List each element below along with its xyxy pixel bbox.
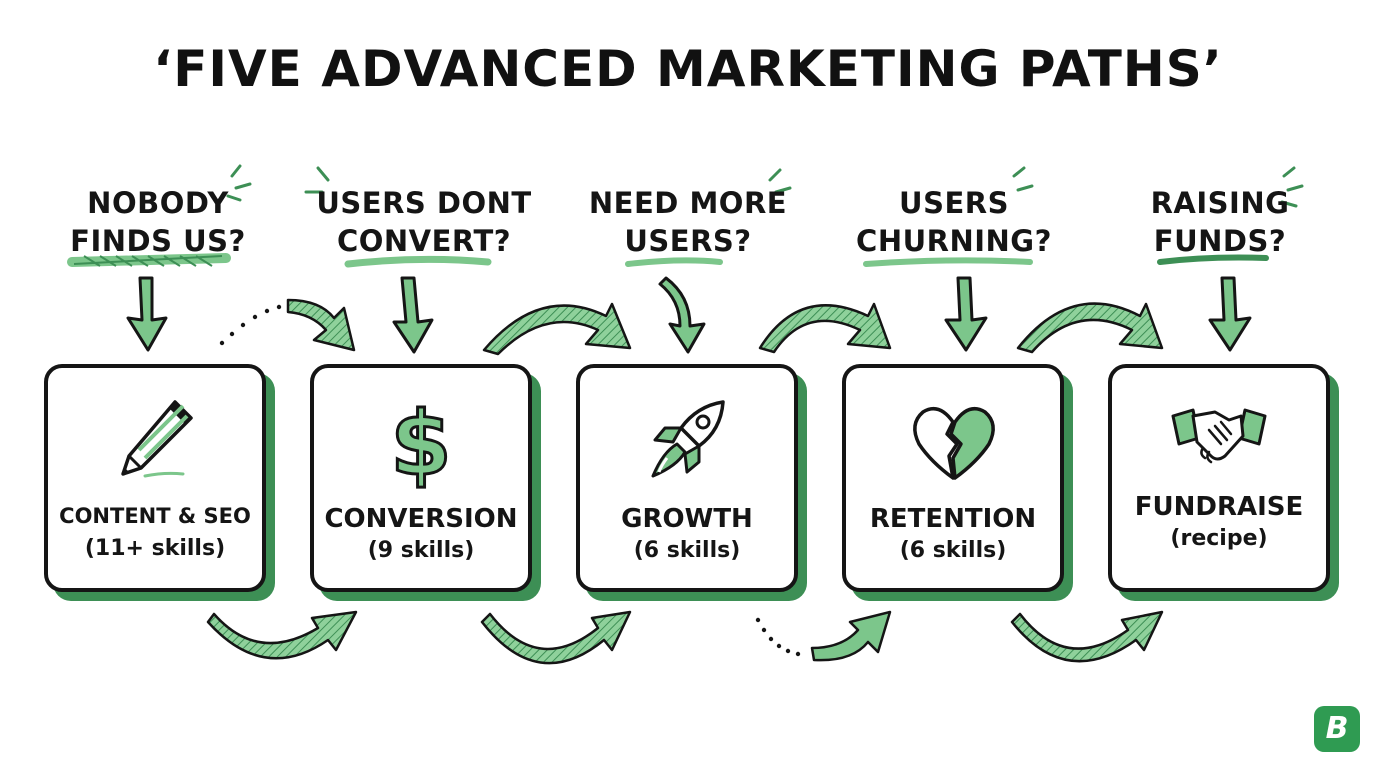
question-line-2: CONVERT? — [336, 224, 512, 258]
question-raising-funds: RAISING FUNDS? — [1090, 184, 1350, 260]
bottom-connectors — [206, 610, 1164, 665]
question-underline-1 — [67, 253, 231, 267]
path-card-growth: GROWTH (6 skills) — [576, 364, 798, 592]
path-label: GROWTH — [621, 504, 753, 534]
path-label: CONVERSION — [324, 504, 518, 534]
handshake-icon — [1171, 408, 1267, 464]
path-card-conversion: $ CONVERSION (9 skills) — [310, 364, 532, 592]
question-line-1: NEED MORE — [588, 186, 788, 220]
page-title: ‘FIVE ADVANCED MARKETING PATHS’ — [153, 40, 1223, 98]
path-label: RETENTION — [869, 504, 1037, 534]
question-line-2: FINDS US? — [70, 224, 246, 258]
question-line-2: USERS? — [624, 224, 752, 258]
path-skill-count: (6 skills) — [633, 538, 741, 563]
path-skill-count: (11+ skills) — [84, 536, 226, 561]
question-underline-3 — [625, 257, 723, 267]
path-card-content-seo: CONTENT & SEO (11+ skills) — [44, 364, 266, 592]
path-card-fundraise: FUNDRAISE (recipe) — [1108, 364, 1330, 592]
question-line-1: RAISING — [1150, 186, 1290, 220]
question-line-1: USERS — [899, 186, 1009, 220]
pencil-icon — [121, 400, 193, 478]
question-underline-4 — [863, 257, 1033, 267]
top-connectors — [219, 298, 1164, 356]
down-arrows — [126, 276, 1252, 354]
question-need-more-users: NEED MORE USERS? — [558, 184, 818, 260]
path-label: FUNDRAISE — [1134, 492, 1304, 522]
path-label: CONTENT & SEO — [59, 504, 251, 528]
question-nobody-finds-us: NOBODY FINDS US? — [28, 184, 288, 260]
question-users-churning: USERS CHURNING? — [824, 184, 1084, 260]
question-underline-2 — [344, 255, 492, 268]
question-users-dont-convert: USERS DONT CONVERT? — [294, 184, 554, 260]
question-line-2: FUNDS? — [1153, 224, 1287, 258]
path-skill-count: (9 skills) — [367, 538, 475, 563]
question-line-1: USERS DONT — [316, 186, 532, 220]
svg-text:$: $ — [390, 392, 451, 492]
broken-heart-icon — [913, 406, 995, 480]
rocket-icon — [651, 400, 725, 478]
question-line-1: NOBODY — [87, 186, 229, 220]
question-underline-5 — [1157, 254, 1269, 265]
dollar-icon: $ — [389, 392, 453, 492]
question-line-2: CHURNING? — [856, 224, 1052, 258]
path-skill-count: (recipe) — [1170, 526, 1268, 551]
brand-logo-icon: B — [1314, 706, 1360, 752]
path-card-retention: RETENTION (6 skills) — [842, 364, 1064, 592]
path-skill-count: (6 skills) — [899, 538, 1007, 563]
